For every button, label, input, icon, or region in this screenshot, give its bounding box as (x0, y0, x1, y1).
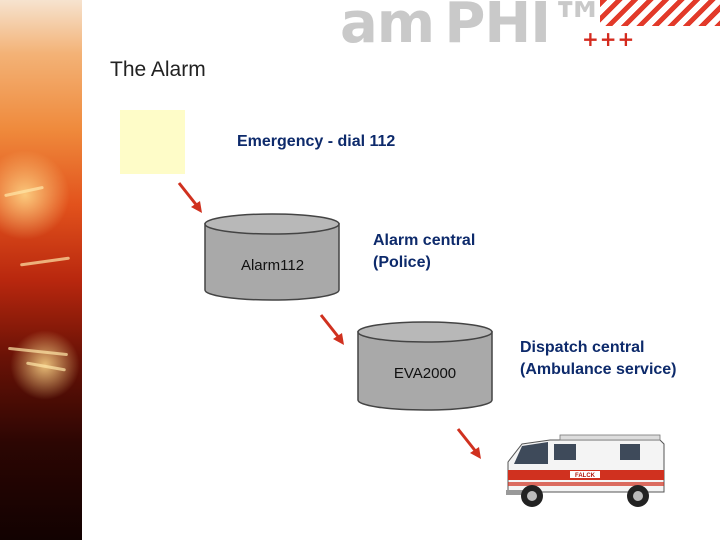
arrow-to-alarm112-icon (177, 182, 202, 213)
arrow-to-ambulance-icon (456, 428, 481, 459)
amphi-logo: am PHI™ (340, 0, 606, 56)
dispatch-central-line-1: Dispatch central (520, 339, 645, 356)
emergency-label: Emergency - dial 112 (237, 133, 396, 150)
page-title: The Alarm (110, 58, 206, 81)
dispatch-central-label: Dispatch central (Ambulance service) (520, 337, 677, 381)
alarm-central-line-2: (Police) (373, 254, 431, 271)
yellow-note-box (120, 110, 185, 174)
alarm-central-label: Alarm central (Police) (373, 230, 475, 274)
logo-stripes-decoration (600, 0, 720, 26)
eva2000-database-cylinder (356, 320, 494, 412)
logo-plus-signs: +++ (582, 27, 636, 51)
ambulance-image: FALCK (500, 432, 670, 517)
dispatch-central-line-2: (Ambulance service) (520, 361, 677, 378)
alarm-central-line-1: Alarm central (373, 232, 476, 249)
alarm112-database-cylinder (203, 212, 341, 302)
eva2000-label: EVA2000 (393, 365, 457, 382)
side-photo-strip (0, 0, 82, 540)
ambulance-side-text: FALCK (575, 473, 596, 479)
alarm112-label: Alarm112 (240, 257, 305, 274)
arrow-to-eva2000-icon (319, 314, 344, 345)
